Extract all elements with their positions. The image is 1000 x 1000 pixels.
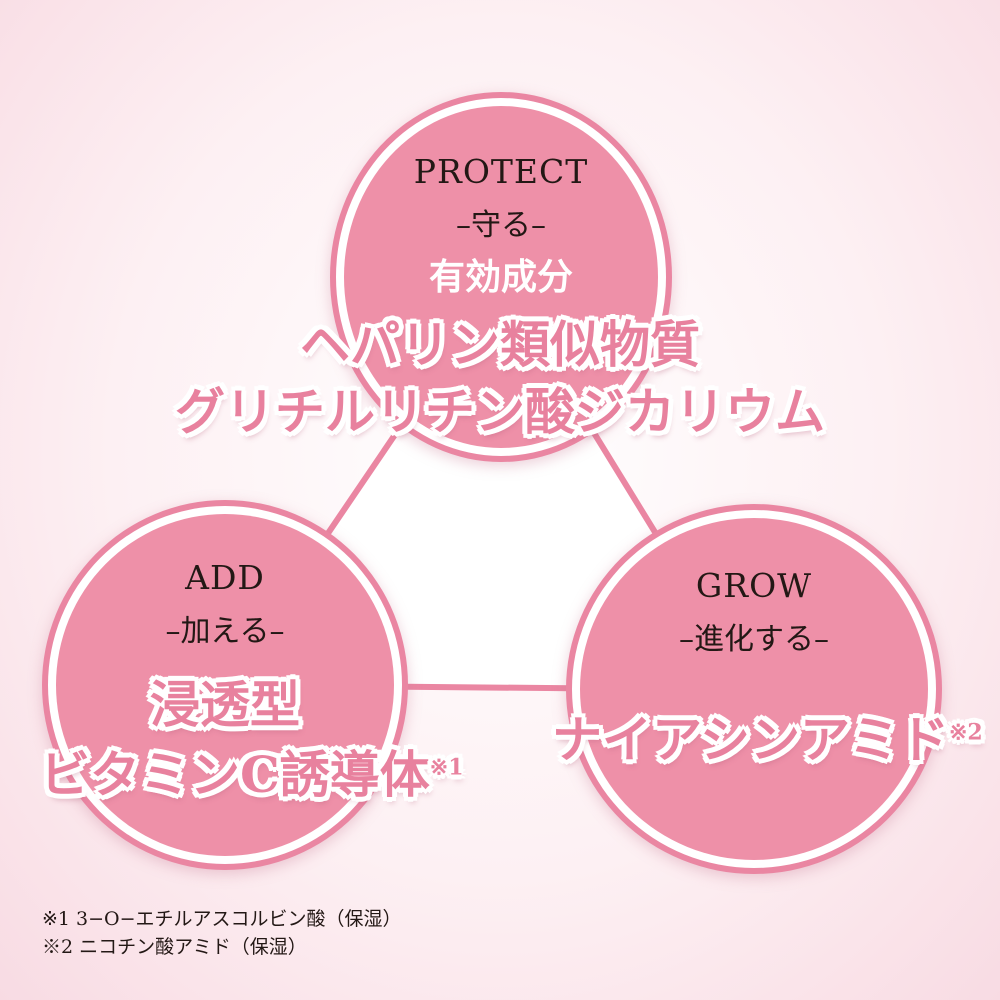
protect-subtitle: –守る– <box>456 208 546 243</box>
add-ingredient-2: ビタミンC誘導体※1 <box>40 735 470 807</box>
footnote-2: ※2 ニコチン酸アミド（保湿） <box>42 936 307 958</box>
protect-circle: PROTECT –守る– 有効成分 <box>330 92 672 462</box>
add-footnote-mark: ※1 <box>429 754 464 781</box>
add-ingredient-name: ビタミンC誘導体 <box>40 745 430 804</box>
grow-ingredient-name: ナイアシンアミド <box>552 710 949 769</box>
protect-ingredient-1: ヘパリン類似物質 <box>300 315 700 374</box>
protect-title: PROTECT <box>413 152 589 191</box>
protect-heading: 有効成分 <box>428 256 573 298</box>
protect-ingredient-2: グリチルリチン酸ジカリウム <box>175 382 825 441</box>
grow-subtitle: –進化する– <box>679 622 829 657</box>
add-ingredient-1: 浸透型 <box>150 675 300 734</box>
footnote-1: ※1 3−O−エチルアスコルビン酸（保湿） <box>42 908 402 930</box>
grow-title: GROW <box>695 566 813 605</box>
add-subtitle: –加える– <box>165 614 285 649</box>
add-circle: ADD –加える– <box>42 500 408 870</box>
footnotes: ※1 3−O−エチルアスコルビン酸（保湿） ※2 ニコチン酸アミド（保湿） <box>42 905 402 961</box>
grow-footnote-mark: ※2 <box>949 719 983 746</box>
add-title: ADD <box>185 558 265 597</box>
grow-circle: GROW –進化する– <box>566 504 942 874</box>
grow-ingredient: ナイアシンアミド※2 <box>552 700 983 772</box>
